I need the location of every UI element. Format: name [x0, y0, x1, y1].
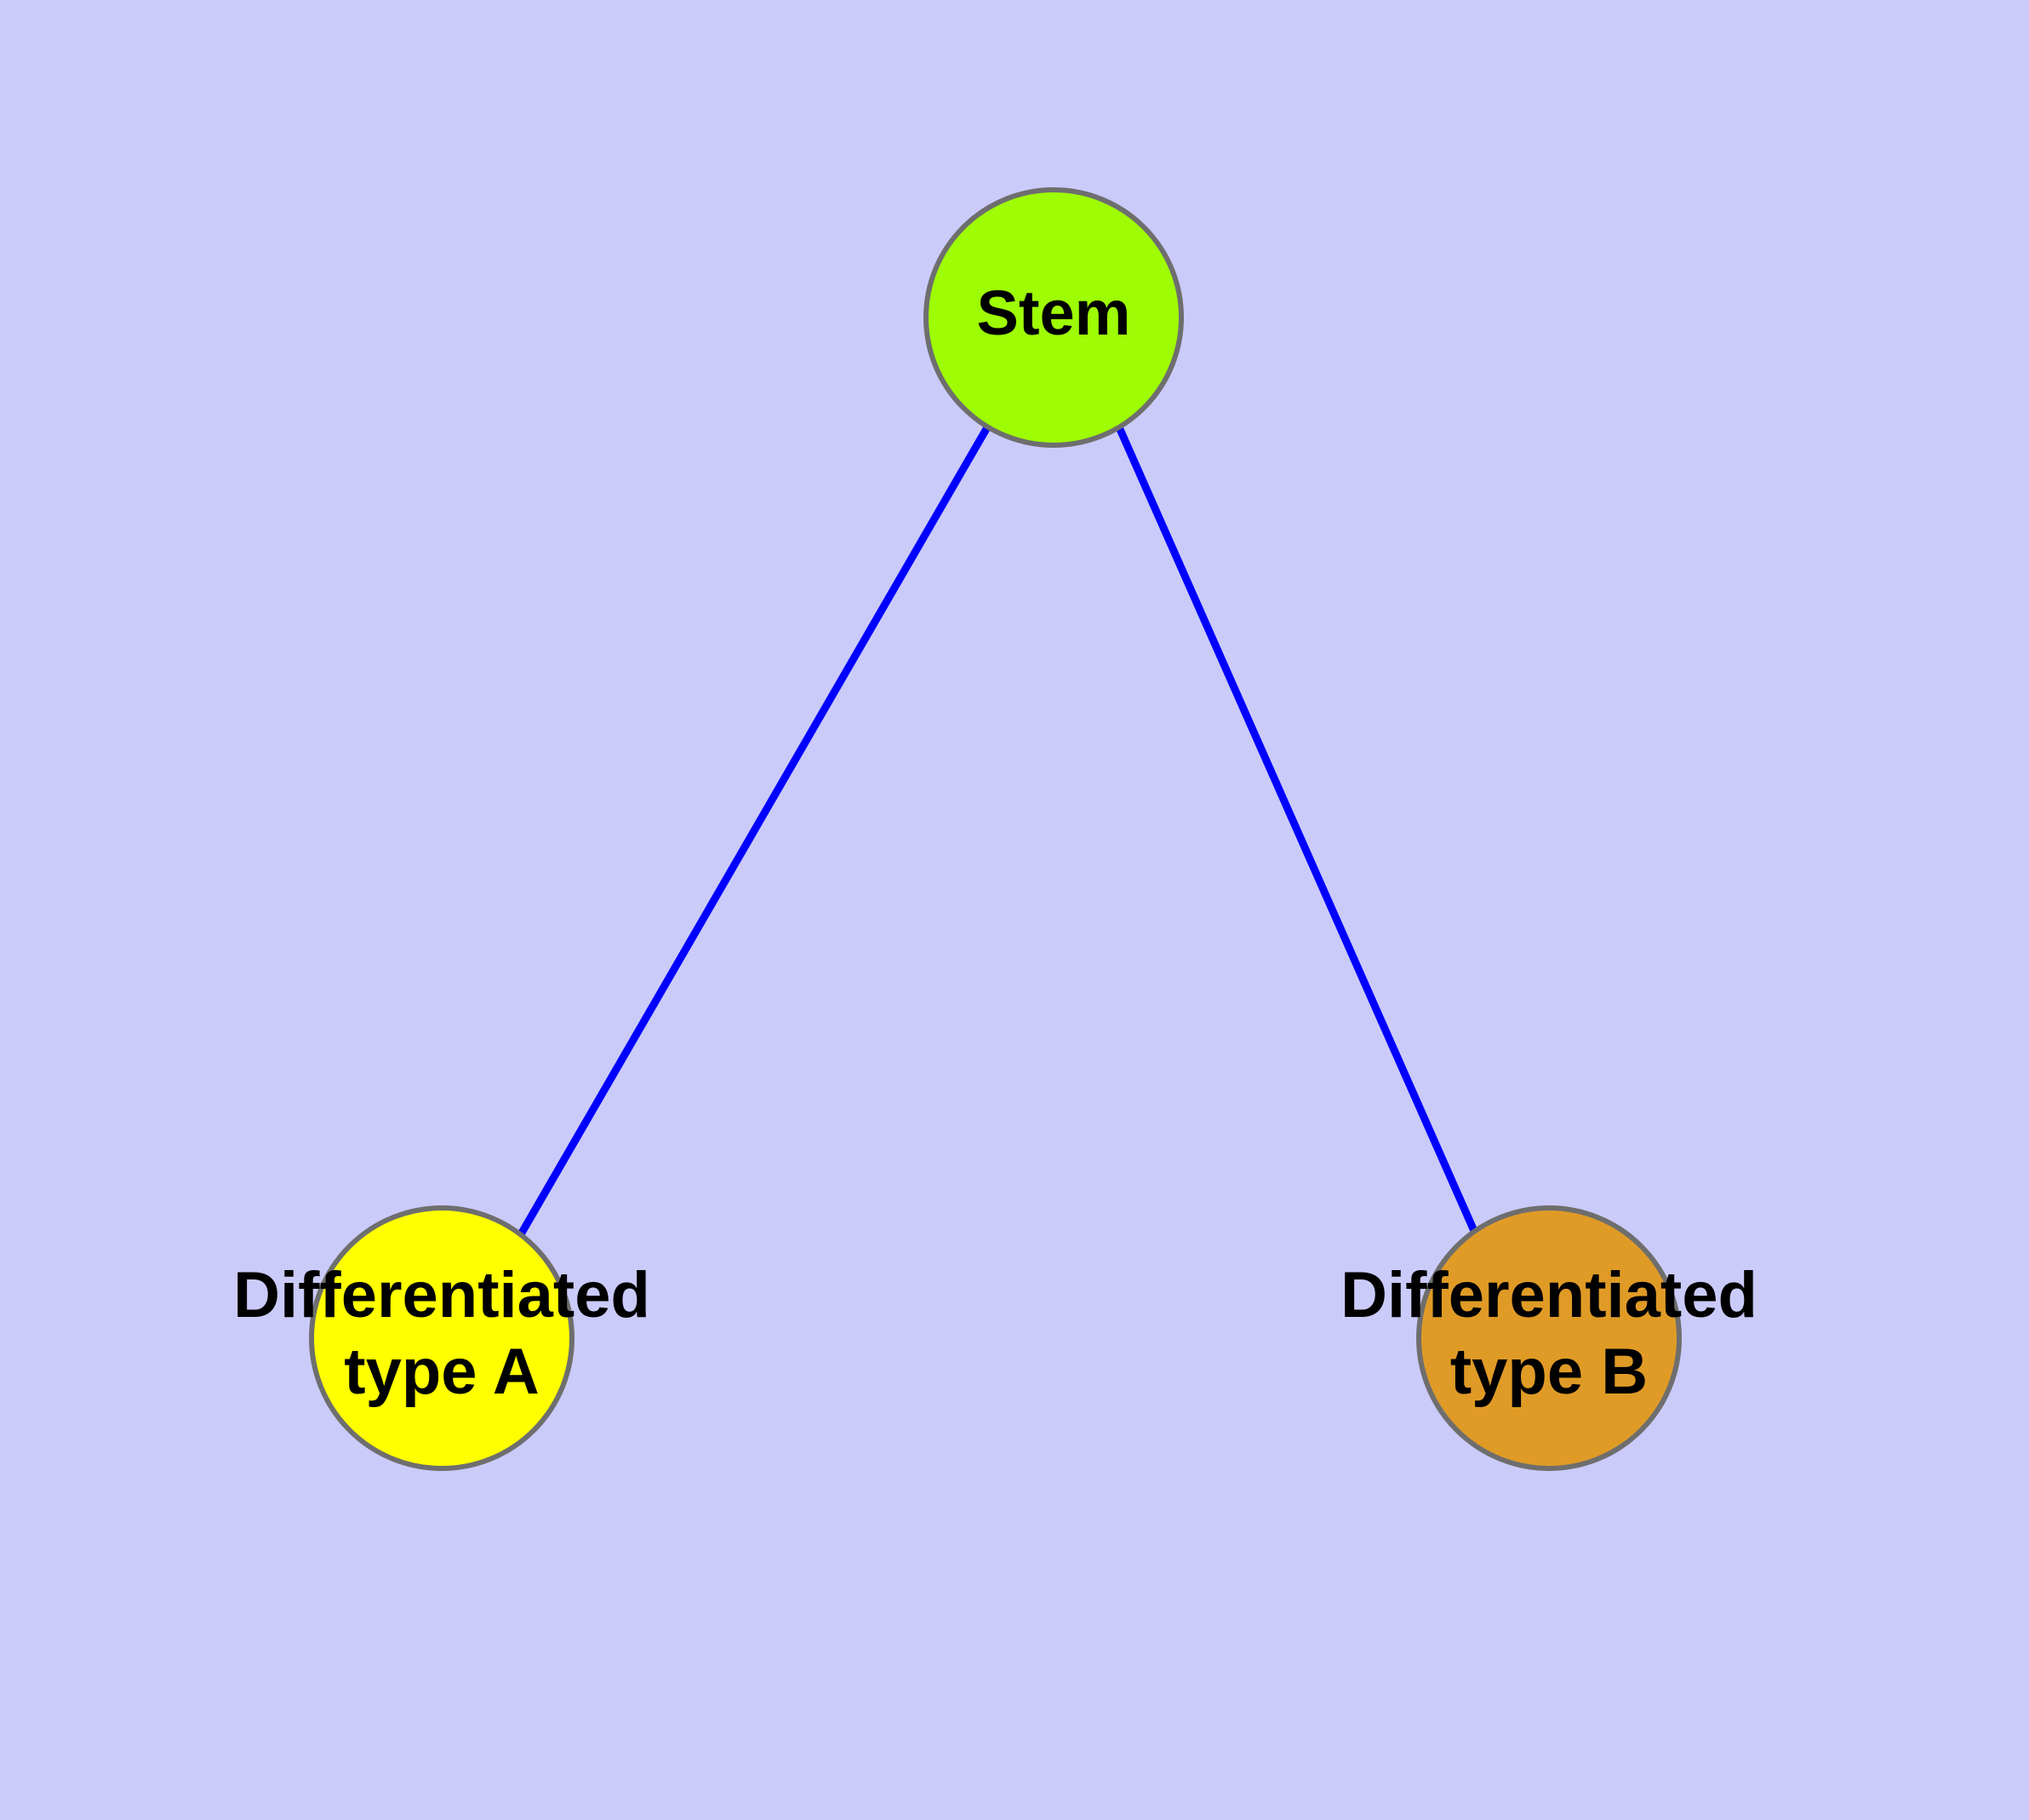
node-label-stem: Stem — [977, 278, 1131, 348]
edges-group — [517, 425, 1478, 1237]
edge-stem-to-diff-b — [1115, 426, 1478, 1233]
node-label-line: type B — [1450, 1336, 1648, 1408]
node-circle-diff-b[interactable] — [1416, 1205, 1682, 1471]
node-circle-stem[interactable] — [923, 187, 1184, 448]
node-label-line: Differentiated — [233, 1259, 650, 1331]
node-label-line: type A — [344, 1336, 539, 1408]
node-stem[interactable]: Stem — [923, 187, 1184, 448]
node-label-line: Stem — [977, 278, 1131, 348]
node-circle-diff-a[interactable] — [309, 1205, 574, 1471]
node-label-line: Differentiated — [1340, 1259, 1758, 1331]
edge-stem-to-diff-a — [517, 425, 991, 1237]
